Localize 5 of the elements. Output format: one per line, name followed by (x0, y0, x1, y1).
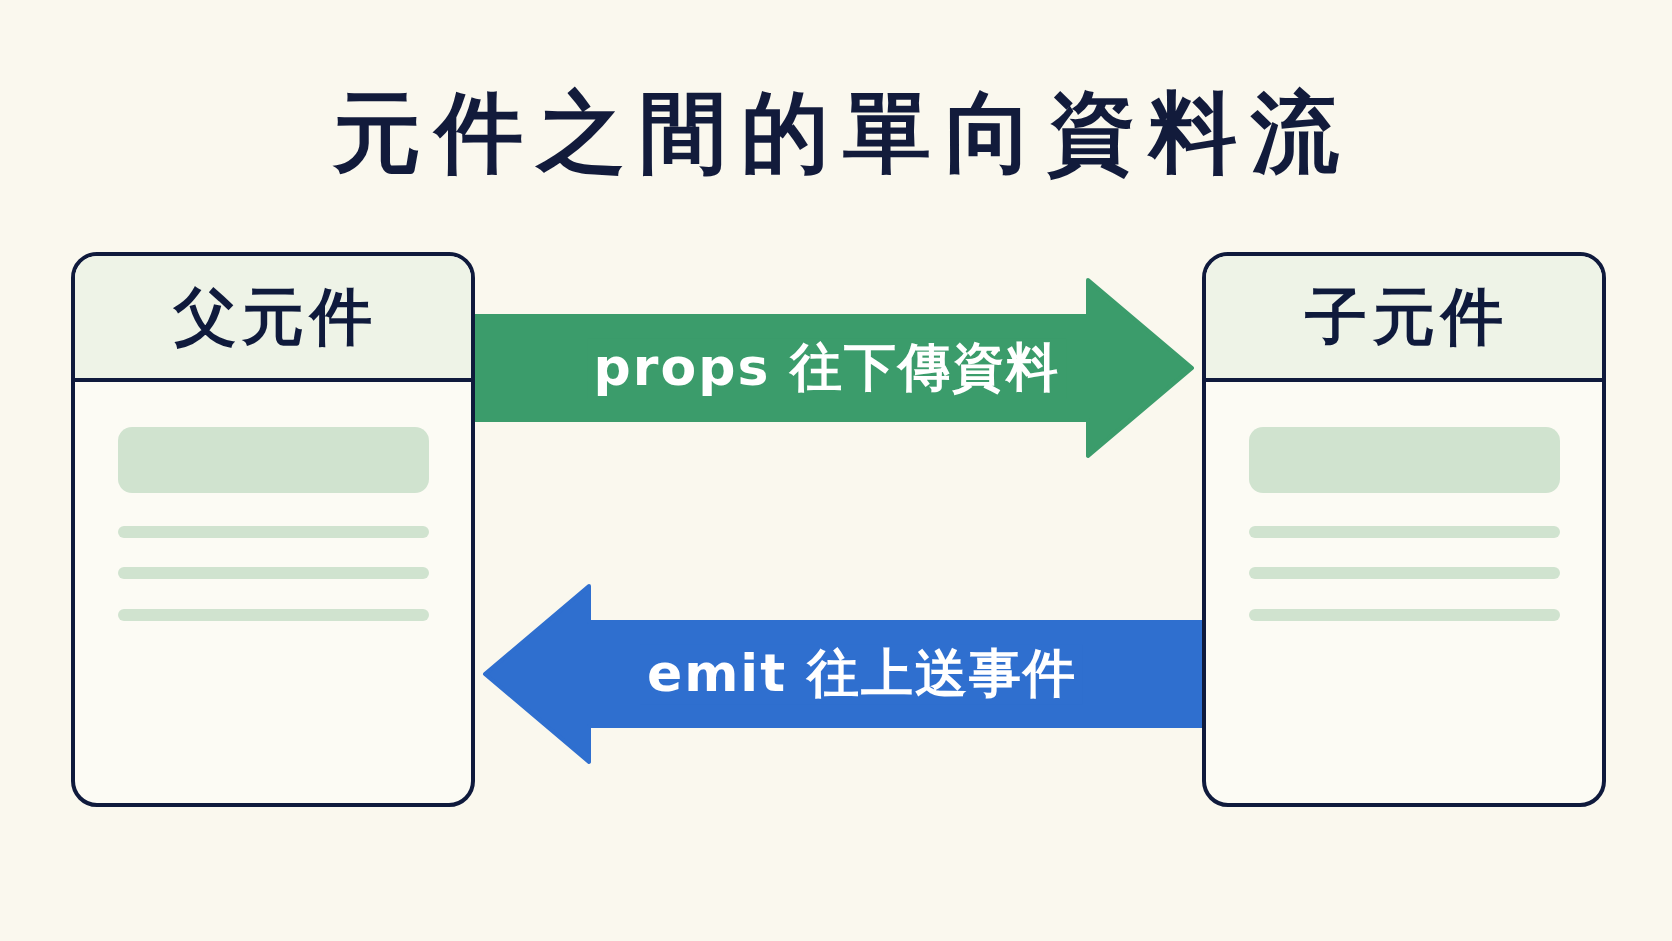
component-box (1202, 252, 1606, 807)
diagram-title: 元件之間的單向資料流 (332, 84, 1353, 182)
box-header: 父元件 (75, 256, 471, 382)
box-header: 子元件 (1206, 256, 1602, 382)
component-box (71, 252, 475, 807)
